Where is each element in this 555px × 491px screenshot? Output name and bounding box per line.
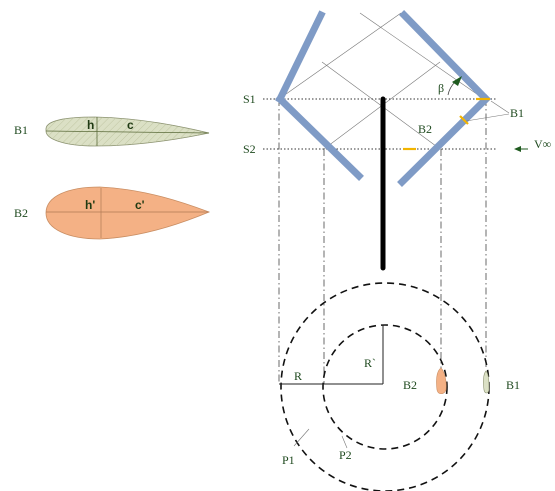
label-beta: β [438, 81, 444, 95]
plan-section-b1 [483, 370, 490, 394]
label-p1: P1 [282, 453, 295, 467]
label-h: h [87, 118, 94, 132]
plan-section-b2 [436, 367, 447, 395]
label-s2: S2 [243, 142, 256, 156]
label-b2-profile: B2 [14, 206, 28, 220]
label-v-inf: V∞ [534, 137, 551, 151]
label-h-prime: h' [85, 198, 95, 212]
p1-leader [293, 428, 310, 447]
projection-lines [278, 99, 487, 384]
airfoil-b2-shape [45, 186, 211, 240]
label-b1-blade: B1 [510, 106, 524, 120]
label-r-prime: R` [364, 356, 376, 370]
v-inf-indicator: V∞ [514, 137, 551, 152]
label-b2-plan: B2 [403, 378, 417, 392]
circle-p2 [322, 324, 448, 450]
label-b2-blade: B2 [418, 122, 432, 136]
profile-b2: B2 h' c' [14, 186, 211, 240]
label-c: c [127, 118, 134, 132]
right-blade [397, 10, 491, 187]
label-p2: P2 [339, 448, 352, 462]
label-s1: S1 [243, 92, 256, 106]
label-c-prime: c' [135, 198, 145, 212]
section-markers [403, 97, 490, 151]
b1-chord-line [45, 130, 210, 134]
p2-leader [341, 435, 348, 449]
beta-indicator: β [438, 76, 462, 96]
airfoil-b1-hatch [46, 117, 209, 146]
blade-leaders: B1 B2 [418, 100, 524, 136]
label-b1-profile: B1 [14, 123, 28, 137]
circle-p1 [280, 282, 490, 491]
profile-b1: B1 h c [14, 116, 210, 147]
left-blade [275, 10, 364, 181]
label-b1-plan: B1 [506, 378, 520, 392]
label-r: R [294, 369, 302, 383]
